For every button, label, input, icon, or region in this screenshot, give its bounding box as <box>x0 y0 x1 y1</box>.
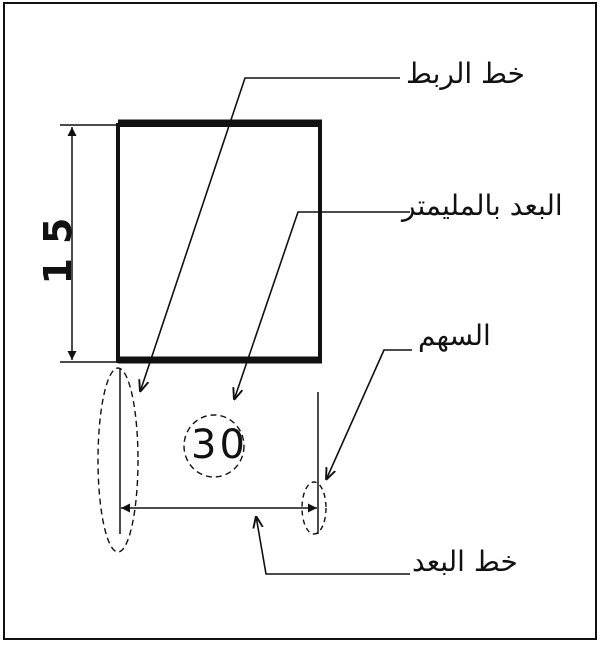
label-dimension-line: خط البعد <box>412 545 518 578</box>
leader-dimension-line <box>256 516 410 575</box>
arrow-highlight <box>301 481 327 535</box>
object-rectangle <box>116 123 322 363</box>
vertical-dimension-value: 15 <box>36 203 80 285</box>
horizontal-dimension-value: 30 <box>191 422 248 468</box>
leader-dimension-mm <box>234 211 410 400</box>
leader-arrow <box>326 349 412 480</box>
dimension-value-highlight <box>183 414 245 478</box>
outer-frame <box>3 2 597 640</box>
label-arrow: السهم <box>418 319 491 352</box>
label-extension-line: خط الربط <box>406 57 525 90</box>
extension-line-highlight <box>97 367 139 553</box>
label-dimension-mm: البعد بالمليمتر <box>402 189 563 222</box>
leader-extension-line <box>140 77 400 392</box>
